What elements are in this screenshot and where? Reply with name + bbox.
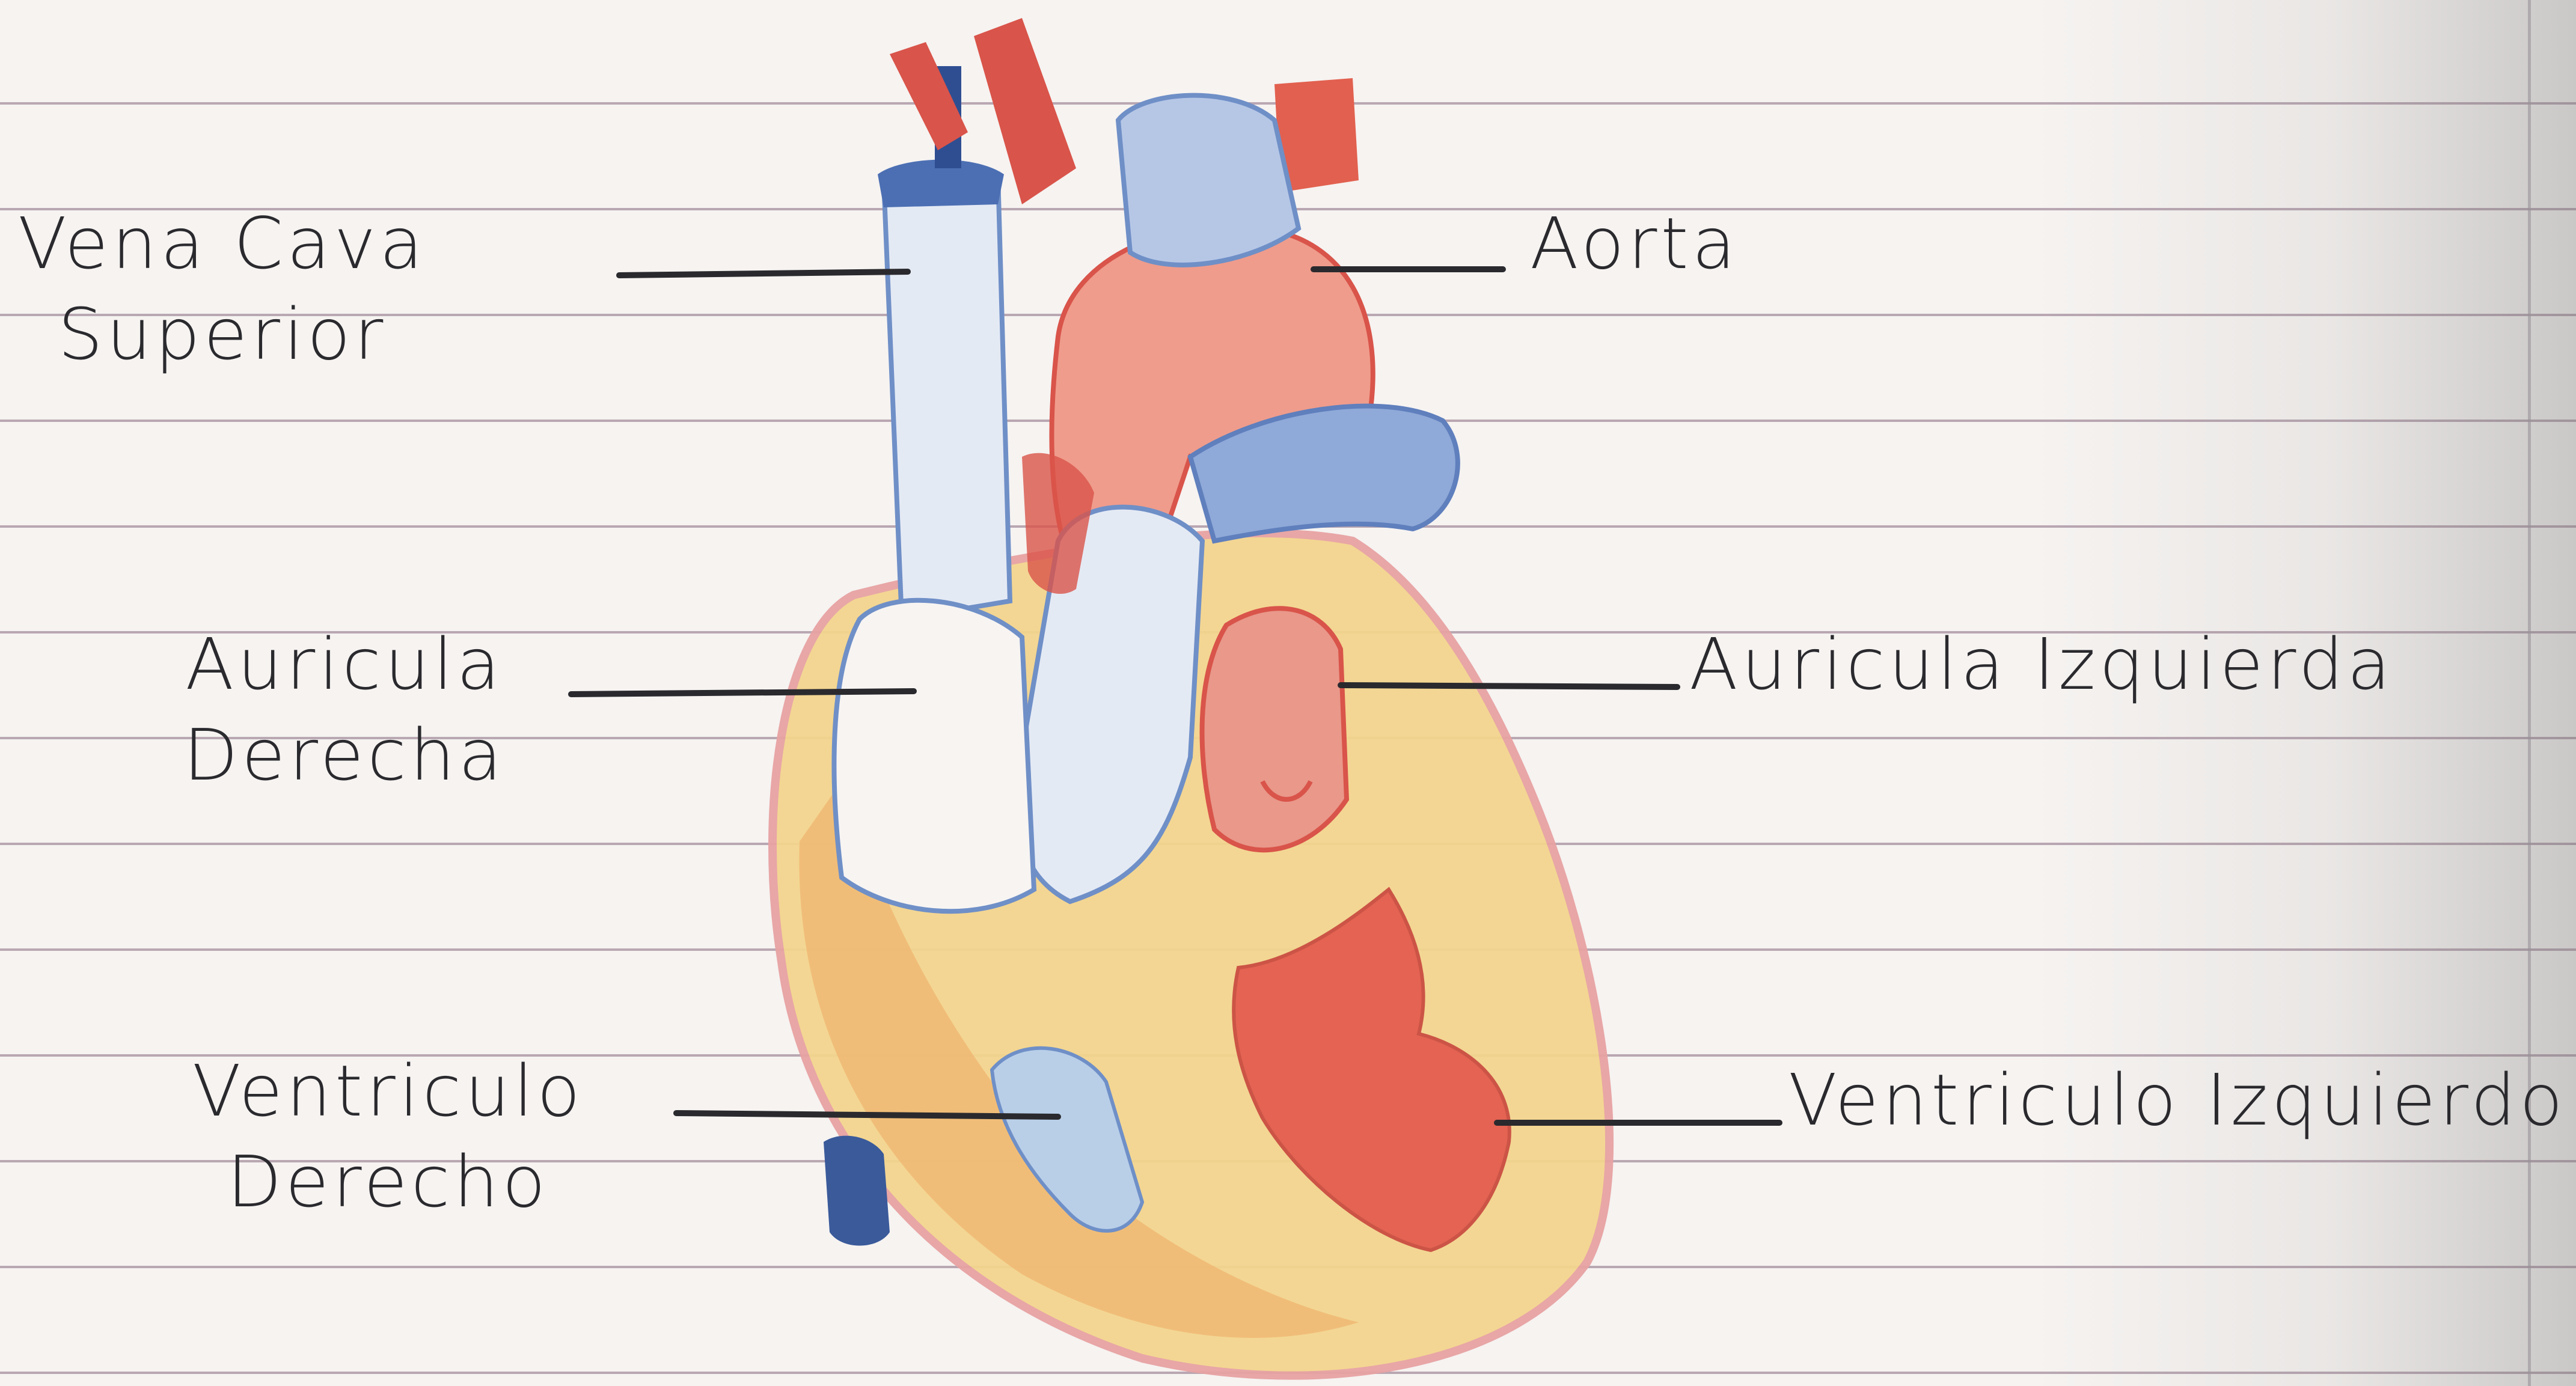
label-vena-cava-superior: Vena Cava Superior (18, 198, 427, 380)
label-vena-cava-line1: Vena Cava (18, 198, 427, 289)
label-auricula-derecha-line2: Derecha (183, 710, 506, 801)
label-ventriculo-izquierdo-text: Ventriculo Izquierdo (1788, 1055, 2566, 1146)
label-ventriculo-derecho-line1: Ventriculo (192, 1046, 584, 1137)
label-auricula-derecha: Auricula Derecha (183, 619, 506, 801)
label-vena-cava-line2: Superior (18, 289, 427, 380)
label-ventriculo-izquierdo: Ventriculo Izquierdo (1788, 1055, 2566, 1146)
label-auricula-izquierda: Auricula Izquierda (1689, 619, 2394, 710)
leader-auricula-derecha (571, 691, 914, 694)
leader-vena-cava (619, 272, 908, 275)
label-ventriculo-derecho-line2: Derecho (192, 1137, 584, 1227)
inferior-vena-cava (824, 1136, 890, 1246)
leader-auricula-izquierda (1341, 685, 1677, 687)
label-ventriculo-derecho: Ventriculo Derecho (192, 1046, 584, 1227)
label-aorta: Aorta (1530, 198, 1739, 289)
right-atrium (834, 600, 1034, 911)
label-auricula-derecha-line1: Auricula (183, 619, 506, 710)
leader-ventriculo-derecho (676, 1113, 1058, 1117)
pulmonary-artery (1118, 96, 1299, 265)
label-aorta-text: Aorta (1530, 198, 1739, 289)
left-atrium (1202, 608, 1347, 850)
vena-cava-superior (884, 174, 1010, 619)
label-auricula-izquierda-text: Auricula Izquierda (1689, 619, 2394, 710)
